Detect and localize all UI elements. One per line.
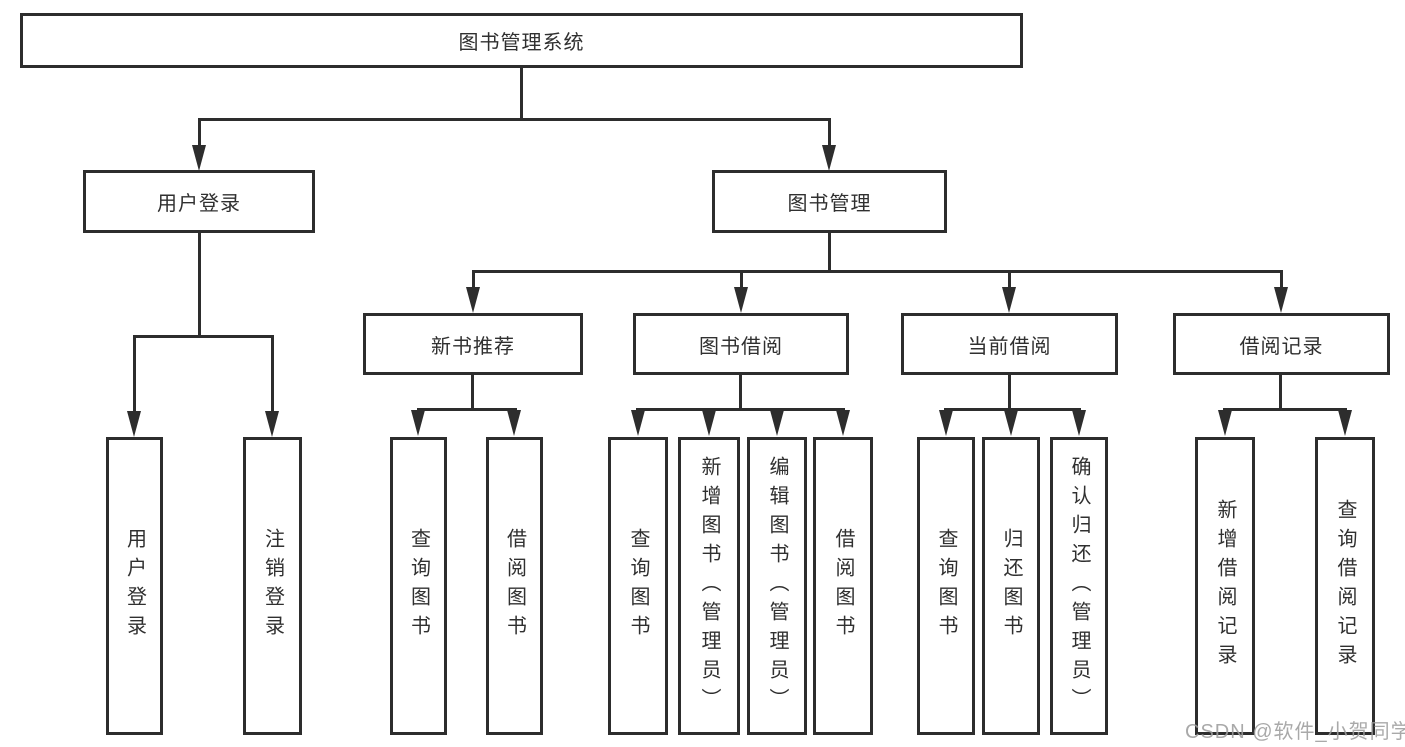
node-label: 借阅图书 [503,528,526,644]
connector-drop-new-book [472,270,475,288]
connector-book-management-stem [828,233,831,270]
arrowhead-br-add [1218,410,1232,436]
connector-current-borrowing-stem [1008,375,1011,408]
node-label: 查询图书 [627,528,649,644]
node-current-borrowing: 当前借阅 [901,313,1118,375]
node-user-login: 用户登录 [83,170,315,233]
connector-borrowing-records-stem [1279,375,1282,408]
connector-root-crossbar [198,118,831,121]
leaf-add-borrow-record: 新增借阅记录 [1195,437,1255,735]
node-label: 查询借阅记录 [1334,499,1356,673]
connector-current-borrowing-crossbar [944,408,1081,411]
connector-drop-leaf-user-login [133,335,136,413]
arrowhead-cb-return [1004,410,1018,436]
arrowhead-bb-query [631,410,645,436]
arrowhead-leaf-logout [265,411,279,437]
node-new-book-recommendation: 新书推荐 [363,313,583,375]
connector-user-login-crossbar [133,335,274,338]
arrowhead-borrowing-records [1274,287,1288,313]
node-book-management: 图书管理 [712,170,947,233]
connector-drop-borrowing-records [1280,270,1283,288]
node-label: 注销登录 [261,528,284,644]
leaf-return-books: 归还图书 [982,437,1040,735]
leaf-query-books-1: 查询图书 [390,437,447,735]
arrowhead-bb-add [702,410,716,436]
arrowhead-bb-edit [770,410,784,436]
node-label: 归还图书 [1000,528,1022,644]
arrowhead-nb-query [411,410,425,436]
connector-drop-leaf-logout [271,335,274,413]
connector-drop-book-borrowing [740,270,743,288]
connector-book-management-crossbar [472,270,1283,273]
arrowhead-br-query [1338,410,1352,436]
node-label: 新增图书（管理员） [698,455,720,717]
leaf-user-login: 用户登录 [106,437,163,735]
arrowhead-bb-borrow [836,410,850,436]
node-label: 新书推荐 [431,335,515,358]
leaf-add-books-admin: 新增图书（管理员） [678,437,740,735]
leaf-confirm-return-admin: 确认归还（管理员） [1050,437,1108,735]
arrowhead-leaf-user-login [127,411,141,437]
connector-drop-current-borrowing [1008,270,1011,288]
connector-drop-book-management [828,118,831,148]
node-library-management-system: 图书管理系统 [20,13,1023,68]
arrowhead-book-borrowing [734,287,748,313]
leaf-borrow-books-1: 借阅图书 [486,437,543,735]
leaf-edit-books-admin: 编辑图书（管理员） [747,437,807,735]
arrowhead-book-management [822,145,836,171]
node-label: 用户登录 [123,528,146,644]
csdn-watermark: CSDN @软件_小贺同学 [1185,721,1405,743]
node-label: 用户登录 [157,193,241,215]
node-label: 确认归还（管理员） [1068,455,1090,717]
connector-drop-user-login [198,118,201,148]
leaf-borrow-books-2: 借阅图书 [813,437,873,735]
leaf-logout: 注销登录 [243,437,302,735]
connector-book-borrowing-stem [739,375,742,408]
node-label: 图书管理 [787,193,872,215]
leaf-query-books-2: 查询图书 [608,437,668,735]
node-label: 新增借阅记录 [1214,499,1236,673]
node-label: 编辑图书（管理员） [766,455,788,717]
node-label: 借阅图书 [832,528,854,644]
leaf-query-borrow-record: 查询借阅记录 [1315,437,1375,735]
node-label: 查询图书 [935,528,957,644]
arrowhead-cb-confirm [1072,410,1086,436]
arrowhead-current-borrowing [1002,287,1016,313]
arrowhead-new-book [466,287,480,313]
node-book-borrowing: 图书借阅 [633,313,849,375]
node-label: 查询图书 [407,528,430,644]
leaf-query-books-3: 查询图书 [917,437,975,735]
arrowhead-nb-borrow [507,410,521,436]
node-borrowing-records: 借阅记录 [1173,313,1390,375]
connector-borrowing-records-crossbar [1223,408,1347,411]
node-label: 当前借阅 [967,335,1052,358]
node-label: 借阅记录 [1239,335,1324,358]
connector-book-borrowing-crossbar [636,408,845,411]
connector-root-stem [520,68,523,118]
arrowhead-user-login [192,145,206,171]
node-label: 图书管理系统 [458,32,585,54]
connector-new-book-crossbar [417,408,517,411]
connector-user-login-stem [198,233,201,335]
node-label: 图书借阅 [699,335,783,358]
arrowhead-cb-query [939,410,953,436]
connector-new-book-stem [471,375,474,408]
